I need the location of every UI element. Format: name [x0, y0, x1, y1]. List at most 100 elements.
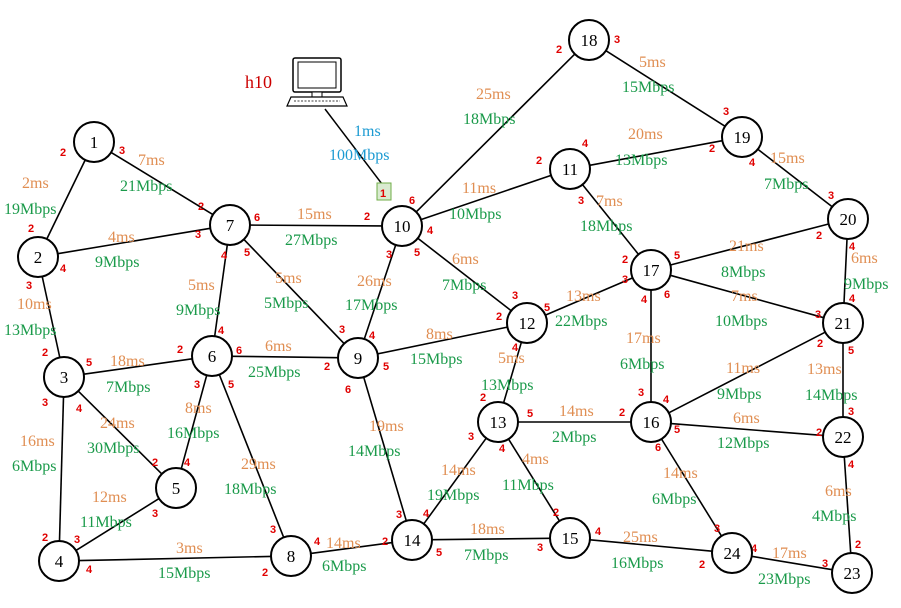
- link-bandwidth-label-22-23: 4Mbps: [812, 508, 856, 525]
- node-circle: [391, 519, 433, 561]
- node-1[interactable]: 1: [73, 121, 115, 163]
- node-17[interactable]: 17: [630, 249, 672, 291]
- port-label-7-to-9: 5: [244, 247, 250, 259]
- link-line-8-14: [310, 541, 393, 555]
- port-label-7-to-10: 6: [254, 212, 260, 224]
- link-bandwidth-label-7-10: 27Mbps: [285, 232, 337, 249]
- node-8[interactable]: 8: [270, 535, 312, 577]
- host-port-box: [376, 182, 392, 201]
- link-line-2-3: [41, 276, 61, 358]
- node-circle: [822, 302, 864, 344]
- link-delay-label-21-22: 13ms: [807, 361, 842, 378]
- port-label-5-to-4: 3: [152, 508, 158, 520]
- link-delay-label-10-12: 6ms: [452, 251, 479, 268]
- node-5[interactable]: 5: [155, 467, 197, 509]
- port-label-11-to-17: 3: [578, 195, 584, 207]
- link-delay-label-16-22: 6ms: [733, 410, 760, 427]
- link-delay-label-13-14: 14ms: [441, 462, 476, 479]
- port-label-13-to-14: 3: [468, 431, 474, 443]
- node-19[interactable]: 19: [721, 116, 763, 158]
- port-label-4-to-5: 3: [74, 534, 80, 546]
- link-line-11-17: [581, 184, 640, 255]
- node-16[interactable]: 16: [630, 401, 672, 443]
- node-id-label: 20: [840, 210, 857, 229]
- node-6[interactable]: 6: [191, 335, 233, 377]
- link-delay-label-10-11: 11ms: [462, 180, 496, 197]
- node-circle: [270, 535, 312, 577]
- link-bandwidth-label-4-8: 15Mbps: [158, 565, 210, 582]
- link-bandwidth-label-6-8: 18Mbps: [224, 481, 276, 498]
- port-label-21-to-16: 2: [817, 338, 823, 350]
- node-4[interactable]: 4: [38, 540, 80, 582]
- port-label-9-to-7: 3: [339, 324, 345, 336]
- node-7[interactable]: 7: [209, 204, 251, 246]
- node-2[interactable]: 2: [17, 236, 59, 278]
- node-circle: [711, 532, 753, 574]
- link-bandwidth-label-16-21: 9Mbps: [717, 386, 761, 403]
- node-circle: [337, 337, 379, 379]
- node-20[interactable]: 20: [827, 198, 869, 240]
- node-id-label: 23: [844, 564, 861, 583]
- node-24[interactable]: 24: [711, 532, 753, 574]
- link-bandwidth-label-6-9: 25Mbps: [248, 364, 300, 381]
- port-label-8-to-6: 3: [270, 524, 276, 536]
- port-label-6-to-5: 3: [194, 379, 200, 391]
- port-label-10-to-9: 3: [386, 249, 392, 261]
- node-9[interactable]: 9: [337, 337, 379, 379]
- node-id-label: 6: [208, 347, 217, 366]
- link-line-1-7: [110, 151, 214, 216]
- node-circle: [630, 401, 672, 443]
- link-bandwidth-label-20-21: 9Mbps: [844, 276, 888, 293]
- node-18[interactable]: 18: [568, 19, 610, 61]
- node-id-label: 22: [835, 428, 852, 447]
- link-delay-label-17-20: 21ms: [729, 238, 764, 255]
- port-label-2-to-1: 2: [28, 223, 34, 235]
- port-label-16-to-17: 3: [638, 387, 644, 399]
- node-id-label: 19: [734, 128, 751, 147]
- link-line-3-5: [77, 390, 163, 475]
- link-line-2-7: [57, 227, 211, 255]
- link-bandwidth-label-11-19: 13Mbps: [615, 152, 667, 169]
- link-bandwidth-label-10-12: 7Mbps: [442, 277, 486, 294]
- monitor-screen: [297, 61, 337, 89]
- link-bandwidth-label-16-24: 6Mbps: [652, 491, 696, 508]
- node-circle: [73, 121, 115, 163]
- node-15[interactable]: 15: [549, 517, 591, 559]
- port-label-4-to-8: 4: [86, 564, 93, 576]
- link-bandwidth-label-11-17: 18Mbps: [580, 218, 632, 235]
- node-23[interactable]: 23: [831, 552, 873, 594]
- link-delay-label-19-20: 15ms: [770, 150, 805, 167]
- node-circle: [827, 198, 869, 240]
- host-link-delay: 1ms: [354, 123, 381, 140]
- node-circle: [209, 204, 251, 246]
- node-10[interactable]: 10: [381, 205, 423, 247]
- node-circle: [17, 236, 59, 278]
- node-14[interactable]: 14: [391, 519, 433, 561]
- link-line-4-5: [75, 497, 160, 552]
- node-id-label: 9: [354, 349, 363, 368]
- node-12[interactable]: 12: [506, 302, 548, 344]
- node-11[interactable]: 11: [549, 148, 591, 190]
- link-delay-label-12-13: 5ms: [498, 350, 525, 367]
- link-bandwidth-label-6-7: 9Mbps: [176, 302, 220, 319]
- node-13[interactable]: 13: [477, 401, 519, 443]
- link-line-14-15: [431, 537, 551, 541]
- link-line-20-21: [843, 238, 848, 304]
- port-label-19-to-20: 4: [749, 157, 756, 169]
- link-bandwidth-label-2-3: 13Mbps: [4, 322, 56, 339]
- node-21[interactable]: 21: [822, 302, 864, 344]
- node-circle: [191, 335, 233, 377]
- node-circle: [630, 249, 672, 291]
- link-bandwidth-label-17-20: 8Mbps: [721, 264, 765, 281]
- link-delay-label-2-3: 10ms: [17, 296, 52, 313]
- link-delay-label-20-21: 6ms: [851, 250, 878, 267]
- port-label-12-to-9: 2: [496, 311, 502, 323]
- node-22[interactable]: 22: [822, 416, 864, 458]
- host-computer-icon[interactable]: [286, 57, 348, 107]
- node-id-label: 1: [90, 133, 99, 152]
- port-label-22-to-21: 3: [848, 406, 854, 418]
- node-3[interactable]: 3: [43, 356, 85, 398]
- node-circle: [549, 148, 591, 190]
- port-label-12-to-10: 3: [512, 290, 518, 302]
- port-label-8-to-14: 4: [314, 536, 321, 548]
